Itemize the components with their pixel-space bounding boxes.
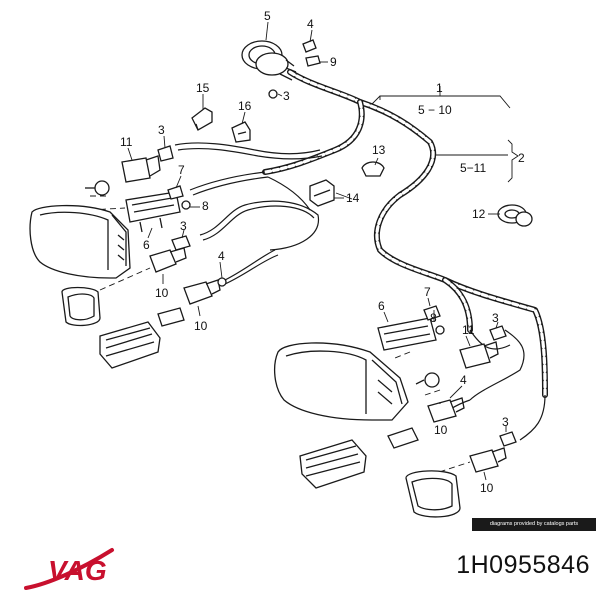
right-headlight (273, 342, 409, 421)
callout-4-right: 4 (460, 373, 467, 387)
callout-11-right: 11 (462, 323, 475, 337)
left-plug-3a (157, 145, 174, 162)
callout-8-right: 8 (430, 311, 437, 325)
callout-3-right-a: 3 (492, 311, 499, 325)
callout-10-right-b: 10 (480, 481, 494, 495)
left-plug-7 (167, 185, 184, 200)
clip-part-9 (305, 55, 321, 67)
callout-10-left-b: 10 (194, 319, 208, 333)
callout-3-top: 3 (283, 89, 290, 103)
left-plug-4 (217, 277, 227, 287)
right-connector-10d (469, 447, 507, 473)
callout-12: 12 (472, 207, 486, 221)
main-harness (262, 69, 548, 398)
left-headlight (29, 204, 131, 279)
left-plug-8 (181, 200, 191, 210)
left-connector-10b (183, 279, 221, 305)
callout-5: 5 (264, 9, 271, 23)
left-connector-11 (121, 155, 161, 183)
callout-10-left-a: 10 (155, 286, 169, 300)
callout-6-left: 6 (143, 238, 150, 252)
callout-2: 2 (518, 151, 525, 165)
logo-swoosh (24, 548, 114, 590)
callout-6-right: 6 (378, 299, 385, 313)
right-plug-7 (423, 305, 441, 321)
callout-13: 13 (372, 143, 386, 157)
logo-text: VAG (48, 555, 107, 586)
right-plug-3d (499, 431, 517, 447)
callout-9: 9 (330, 55, 337, 69)
right-small-plug (387, 427, 419, 449)
callout-4-top: 4 (307, 17, 314, 31)
right-bulb-4 (415, 372, 440, 388)
callout-8-left: 8 (202, 199, 209, 213)
vag-logo: VAG (24, 548, 114, 590)
callout-3-left-b: 3 (180, 219, 187, 233)
left-small-plug (157, 307, 185, 327)
left-connector-10a (149, 247, 187, 273)
callout-3-right-b: 3 (502, 415, 509, 429)
grommet-part-12 (497, 204, 533, 227)
left-bulb-part-4 (85, 180, 110, 196)
right-sidemarker (299, 439, 367, 489)
callout-7-left: 7 (178, 163, 185, 177)
callout-4-left: 4 (218, 249, 225, 263)
callout-10-right-a: 10 (434, 423, 448, 437)
callout-1: 1 (436, 81, 443, 95)
diagram-credit-note: diagrams provided by catalogs parts (472, 518, 596, 531)
clip-part-16 (231, 121, 251, 143)
grommet-part-5 (241, 40, 297, 99)
callout-11-left: 11 (120, 135, 133, 149)
right-foglamp (405, 470, 461, 518)
right-connector-11 (459, 341, 499, 369)
left-plug-3b (171, 235, 191, 251)
right-plug-8 (435, 325, 445, 335)
right-lampholder-6 (377, 317, 437, 351)
right-plug-3c (489, 325, 507, 341)
bracket-part-14 (309, 179, 335, 207)
left-foglamp (61, 286, 101, 327)
clip-part-4-top (302, 39, 317, 53)
left-sidemarker (99, 321, 161, 369)
part-number: 1H0955846 (456, 551, 590, 579)
callout-14: 14 (346, 191, 360, 205)
callout-3-left-a: 3 (158, 123, 165, 137)
clip-part-13 (361, 161, 385, 177)
left-wiring (174, 142, 323, 285)
callout-16: 16 (238, 99, 252, 113)
range-1: 5 − 10 (418, 103, 452, 117)
range-2: 5−11 (460, 161, 486, 175)
leader-lines (127, 21, 519, 481)
bracket-part-15 (191, 107, 213, 131)
right-connector-10c (427, 397, 465, 423)
callout-labels: 5 4 9 3 1 5 − 10 15 16 11 3 2 5−11 13 7 … (120, 9, 525, 495)
left-lampholder-6 (125, 191, 181, 233)
callout-15: 15 (196, 81, 210, 95)
callout-7-right: 7 (424, 285, 431, 299)
